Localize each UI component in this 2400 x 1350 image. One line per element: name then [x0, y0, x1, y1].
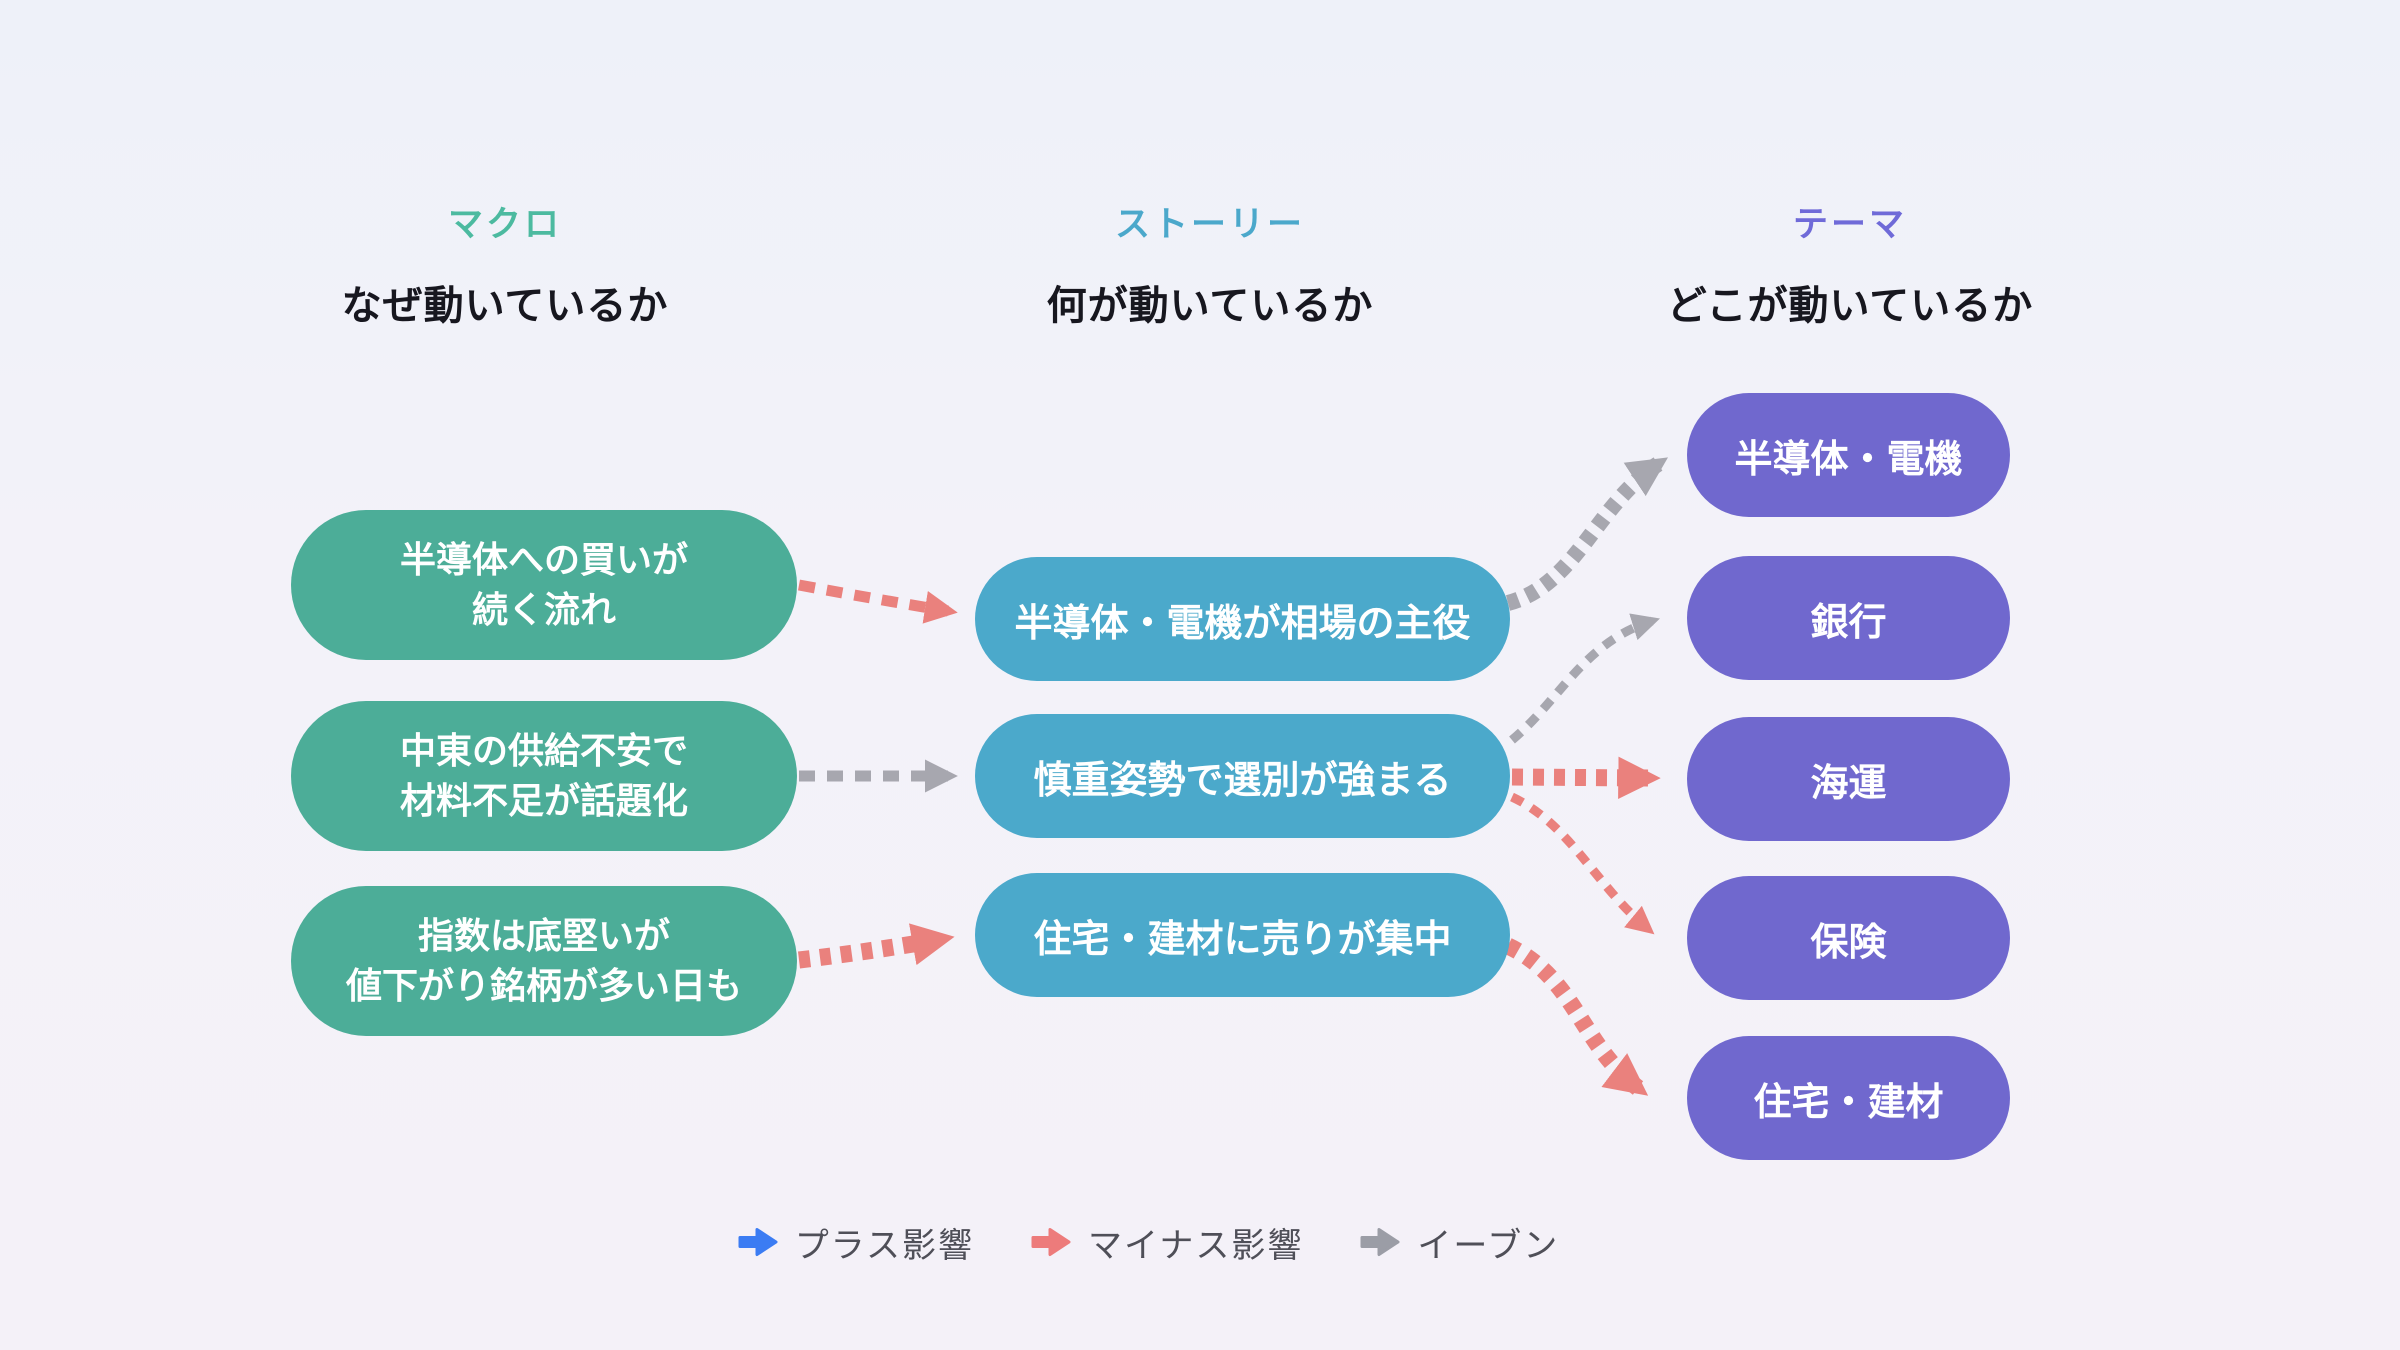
story-node-cautious-selection: 慎重姿勢で選別が強まる	[975, 714, 1510, 838]
even-impact-arrow-icon	[1360, 1228, 1400, 1256]
legend-item-even: イーブン	[1359, 1218, 1559, 1267]
story-node-label: 住宅・建材に売りが集中	[1033, 918, 1452, 961]
legend: プラス影響 マイナス影響 イーブン	[0, 1212, 2348, 1272]
theme-node-label: 住宅・建材	[1753, 1081, 1944, 1124]
column-subtitle-macro: なぜ動いているか	[341, 284, 669, 328]
theme-node-banks: 銀行	[1687, 556, 2010, 680]
macro-node-index-firm: 指数は底堅いが 値下がり銘柄が多い日も	[291, 886, 797, 1036]
link-arrow-story1-theme1	[1505, 457, 1669, 611]
theme-node-label: 銀行	[1810, 601, 1887, 644]
legend-label-minus: マイナス影響	[1088, 1226, 1304, 1265]
link-arrow-story2-theme4	[1510, 792, 1655, 935]
theme-node-shipping: 海運	[1687, 717, 2010, 841]
column-title-macro: マクロ	[447, 205, 562, 244]
legend-item-plus: プラス影響	[737, 1218, 974, 1267]
macro-node-semiconductor-buying: 半導体への買いが 続く流れ	[291, 510, 797, 660]
macro-node-label: 指数は底堅いが 値下がり銘柄が多い日も	[345, 915, 742, 1006]
macro-node-middle-east-supply: 中東の供給不安で 材料不足が話題化	[291, 701, 797, 851]
column-title-theme: テーマ	[1792, 205, 1907, 244]
link-arrow-story2-theme3	[1511, 756, 1661, 800]
legend-label-even: イーブン	[1417, 1226, 1560, 1265]
link-arrow-macro3-story3	[798, 923, 955, 969]
theme-node-label: 保険	[1810, 921, 1887, 964]
link-arrow-macro1-story1	[797, 579, 958, 624]
column-header-theme: テーマ どこが動いているか	[1530, 196, 2170, 331]
theme-node-semiconductor-electronics: 半導体・電機	[1687, 393, 2010, 517]
minus-impact-arrow-icon	[1031, 1228, 1071, 1256]
plus-impact-arrow-icon	[738, 1228, 778, 1256]
column-subtitle-story: 何が動いているか	[1046, 284, 1374, 328]
theme-node-housing-materials: 住宅・建材	[1687, 1036, 2010, 1160]
macro-node-label: 中東の供給不安で 材料不足が話題化	[399, 730, 688, 821]
story-node-semiconductor-lead: 半導体・電機が相場の主役	[975, 557, 1510, 681]
story-node-label: 慎重姿勢で選別が強まる	[1033, 759, 1452, 802]
legend-label-plus: プラス影響	[794, 1226, 975, 1265]
link-arrow-story3-theme5	[1504, 938, 1649, 1096]
column-subtitle-theme: どこが動いているか	[1666, 284, 2034, 328]
column-header-story: ストーリー 何が動いているか	[890, 196, 1530, 331]
theme-node-label: 半導体・電機	[1734, 438, 1963, 481]
macro-node-label: 半導体への買いが 続く流れ	[399, 539, 688, 630]
legend-item-minus: マイナス影響	[1030, 1218, 1303, 1267]
story-node-label: 半導体・電機が相場の主役	[1014, 602, 1471, 645]
column-title-story: ストーリー	[1114, 205, 1305, 244]
link-arrow-story2-theme2	[1509, 613, 1660, 744]
column-header-macro: マクロ なぜ動いているか	[185, 196, 825, 331]
theme-node-insurance: 保険	[1687, 876, 2010, 1000]
theme-node-label: 海運	[1810, 762, 1887, 805]
story-node-housing-selling: 住宅・建材に売りが集中	[975, 873, 1510, 997]
